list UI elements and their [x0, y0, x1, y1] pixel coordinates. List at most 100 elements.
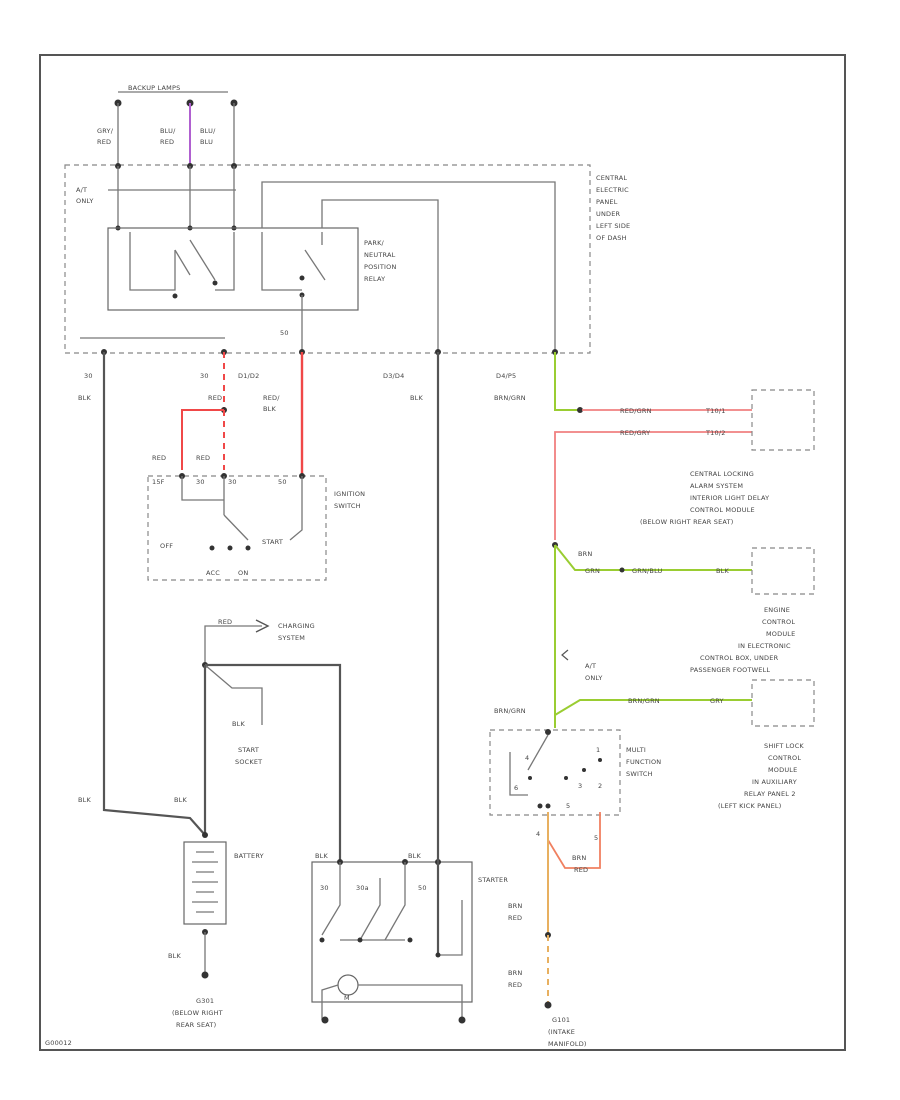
ecm-label: ENGINE CONTROL MODULE IN ELECTRONIC CONT…: [690, 606, 795, 674]
ms-pin-b1: [537, 803, 543, 809]
starter-ground-r-icon: [458, 1016, 466, 1024]
wire-blk-bat-r: BLK: [174, 796, 187, 804]
ign-internal-1: [181, 476, 224, 501]
wire-red-charging: [204, 625, 262, 665]
module2-line-5: CONTROL BOX, UNDER: [700, 654, 779, 662]
brn-red-a: BRN: [508, 902, 522, 910]
starter-pin-label-2: 30a: [356, 884, 369, 892]
at-only-arrow-icon: [561, 649, 569, 661]
relay-line-4: RELAY: [364, 275, 385, 283]
relay-line-3: POSITION: [364, 263, 397, 271]
g101-line-3: MANIFOLD): [548, 1040, 587, 1048]
ign-internal-3: [289, 476, 303, 541]
ms-node-4: [598, 758, 602, 762]
wire-label-red-grn: RED/GRN: [620, 407, 652, 415]
g301-line-1: G301: [196, 997, 214, 1005]
g301-label: G301 (BELOW RIGHT REAR SEAT): [172, 997, 223, 1029]
at-only-label-2: ONLY: [76, 197, 94, 205]
loop-brn: BRN: [572, 854, 586, 862]
at-only-label-1: A/T: [76, 186, 87, 194]
ms-num-1: 4: [525, 754, 529, 762]
ms-num-2: 1: [596, 746, 600, 754]
multi-line-3: SWITCH: [626, 770, 653, 778]
wire-label-brn: BRN: [578, 550, 592, 558]
starter-node-4: [435, 952, 441, 958]
multi-function-switch-label: MULTI FUNCTION SWITCH: [626, 746, 661, 778]
wire-label-red-gry: RED/GRY: [620, 429, 650, 437]
relay-contact-2: [189, 239, 216, 281]
backup-lamps-label: BACKUP LAMPS: [128, 84, 180, 92]
starter-node-1: [319, 937, 325, 943]
g101-line-2: (INTAKE: [548, 1028, 575, 1036]
wire-blk-gnd2: BLK: [168, 952, 181, 960]
starter-blk-l: BLK: [315, 852, 328, 860]
central-panel-label: CENTRAL ELECTRIC PANEL UNDER LEFT SIDE O…: [596, 174, 630, 242]
ignition-switch-label: IGNITION SWITCH: [334, 490, 365, 510]
wire-red-small: RED: [208, 394, 222, 402]
wire-label-grn-blu: GRN/BLU: [632, 567, 663, 575]
relay-coil-1: [261, 232, 302, 291]
module1-line-5: (BELOW RIGHT REAR SEAT): [640, 518, 733, 526]
wire-red-2: RED: [196, 454, 210, 462]
ms-internal-1: [509, 752, 528, 796]
module1-line-4: CONTROL MODULE: [690, 506, 755, 514]
num-5-label: 5: [594, 834, 598, 842]
ignition-switch-box: [147, 475, 327, 581]
module2-line-3: MODULE: [766, 630, 795, 638]
relay-label: PARK/ NEUTRAL POSITION RELAY: [364, 239, 397, 283]
pin-t10-1: T10/1: [705, 407, 726, 415]
wire-label-gry: GRY/: [97, 127, 114, 135]
ign-pos-off: [209, 545, 215, 551]
starter-label: STARTER: [478, 876, 508, 884]
panel-internal-wire-right: [261, 181, 556, 352]
ign-pos-on: [245, 545, 251, 551]
central-panel-line-3: PANEL: [596, 198, 618, 206]
wire-red-blk-b: BLK: [263, 405, 276, 413]
num-4-label: 4: [536, 830, 540, 838]
relay-contact-3: [304, 249, 326, 281]
start-socket-line-1: START: [238, 746, 259, 754]
brn-red-c: BRN: [508, 969, 522, 977]
ignition-line-2: SWITCH: [334, 502, 361, 510]
ign-acc-label: ACC: [206, 569, 220, 577]
charging-system-label: CHARGING SYSTEM: [278, 622, 315, 642]
conn-30-mid: 30: [200, 372, 209, 380]
starter-node-2: [357, 937, 363, 943]
shift-lock-label: SHIFT LOCK CONTROL MODULE IN AUXILIARY R…: [718, 742, 804, 810]
wire-blk-starter: [205, 663, 342, 862]
start-socket-line-2: SOCKET: [235, 758, 262, 766]
battery-label: BATTERY: [234, 852, 264, 860]
start-socket-wire: [204, 664, 263, 725]
charging-arrow-icon: [255, 619, 270, 633]
module3-line-6: (LEFT KICK PANEL): [718, 802, 781, 810]
starter-box: [311, 861, 473, 1003]
module3-line-1: SHIFT LOCK: [764, 742, 804, 750]
ground-g301-icon: [201, 971, 209, 979]
wire-label-blu-1: BLU/: [160, 127, 176, 135]
battery-cells: [192, 851, 218, 913]
g101-label: G101 (INTAKE MANIFOLD): [548, 1016, 587, 1048]
figure-id: G00012: [45, 1039, 72, 1047]
module2-line-6: PASSENGER FOOTWELL: [690, 666, 770, 674]
ign-pin-label-3: 30: [228, 478, 237, 486]
conn-d1d2: D1/D2: [238, 372, 259, 380]
wire-label-blu-2: BLU/: [200, 127, 216, 135]
central-panel-line-4: UNDER: [596, 210, 621, 218]
starter-solenoid-coil: [438, 900, 463, 956]
ign-pin-label-1: 15F: [152, 478, 165, 486]
g301-line-2: (BELOW RIGHT: [172, 1009, 223, 1017]
wire-label-blk-ecm: BLK: [716, 567, 729, 575]
wire-label-blu-3: BLU: [200, 138, 213, 146]
module1-line-2: ALARM SYSTEM: [690, 482, 743, 490]
ign-off-label: OFF: [160, 542, 173, 550]
ignition-line-1: IGNITION: [334, 490, 365, 498]
ecm-box: [751, 547, 815, 595]
module2-line-4: IN ELECTRONIC: [738, 642, 791, 650]
ign-start-label: START: [262, 538, 283, 546]
central-panel-line-5: LEFT SIDE: [596, 222, 630, 230]
relay-internal-1: [129, 232, 176, 291]
conn-d4p5: D4/P5: [496, 372, 516, 380]
splice-node-2: [619, 567, 625, 573]
terminal-50-label: 50: [280, 329, 289, 337]
